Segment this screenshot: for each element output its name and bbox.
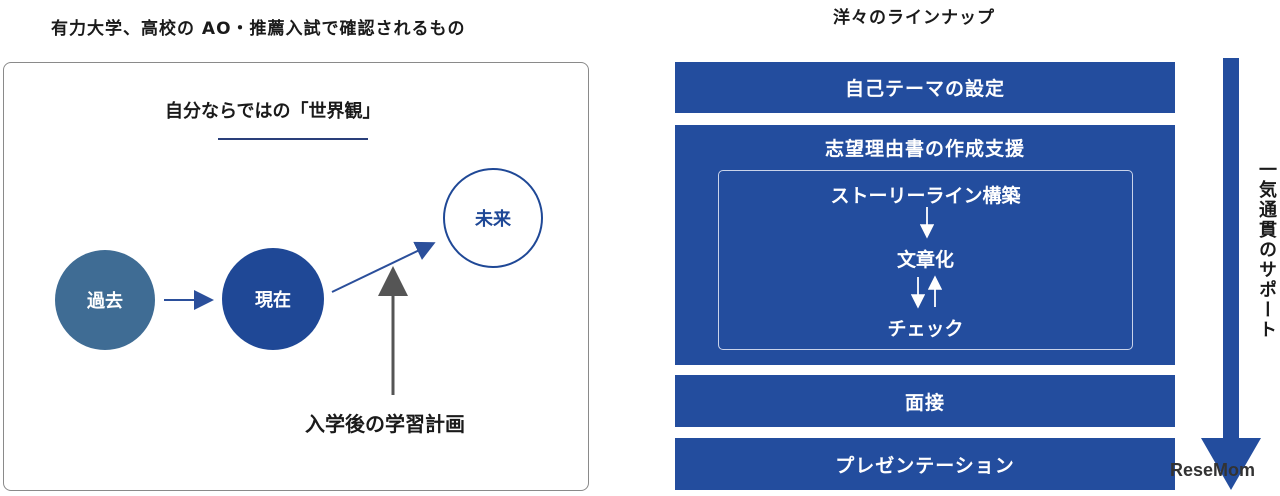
present-circle: 現在 xyxy=(222,248,324,350)
essay-process-box xyxy=(718,170,1133,350)
writing-label: 文章化 xyxy=(896,249,954,271)
present-to-future-arrow xyxy=(331,241,436,293)
step-theme: 自己テーマの設定 xyxy=(675,62,1175,113)
resemom-logo: ReseMom xyxy=(1170,460,1256,480)
step-essay-block xyxy=(675,125,1175,365)
step-interview: 面接 xyxy=(675,375,1175,427)
support-label: 一気通貫のサポート xyxy=(1256,160,1277,340)
future-circle: 未来 xyxy=(443,168,543,268)
step-presentation-label: プレゼンテーション xyxy=(835,454,1015,477)
past-circle: 過去 xyxy=(55,250,155,350)
present-label: 現在 xyxy=(255,290,291,311)
heading-underline xyxy=(218,138,368,140)
worldview-heading: 自分ならではの「世界観」 xyxy=(165,101,381,122)
support-arrow xyxy=(1201,58,1261,490)
step-interview-label: 面接 xyxy=(904,391,945,414)
step-essay-label: 志望理由書の作成支援 xyxy=(824,138,1025,160)
past-label: 過去 xyxy=(87,291,123,312)
left-title: 有力大学、高校の AO・推薦入試で確認されるもの xyxy=(51,19,466,39)
check-label: チェック xyxy=(887,318,964,340)
plan-label: 入学後の学習計画 xyxy=(305,412,465,436)
future-label: 未来 xyxy=(475,209,511,230)
left-panel xyxy=(3,62,589,491)
left-arrows xyxy=(164,241,436,395)
right-title: 洋々のラインナップ xyxy=(833,8,995,28)
step-presentation: プレゼンテーション xyxy=(675,438,1175,490)
storyline-label: ストーリーライン構築 xyxy=(830,185,1021,207)
inner-arrows xyxy=(910,207,943,309)
step-theme-label: 自己テーマの設定 xyxy=(844,78,1005,100)
